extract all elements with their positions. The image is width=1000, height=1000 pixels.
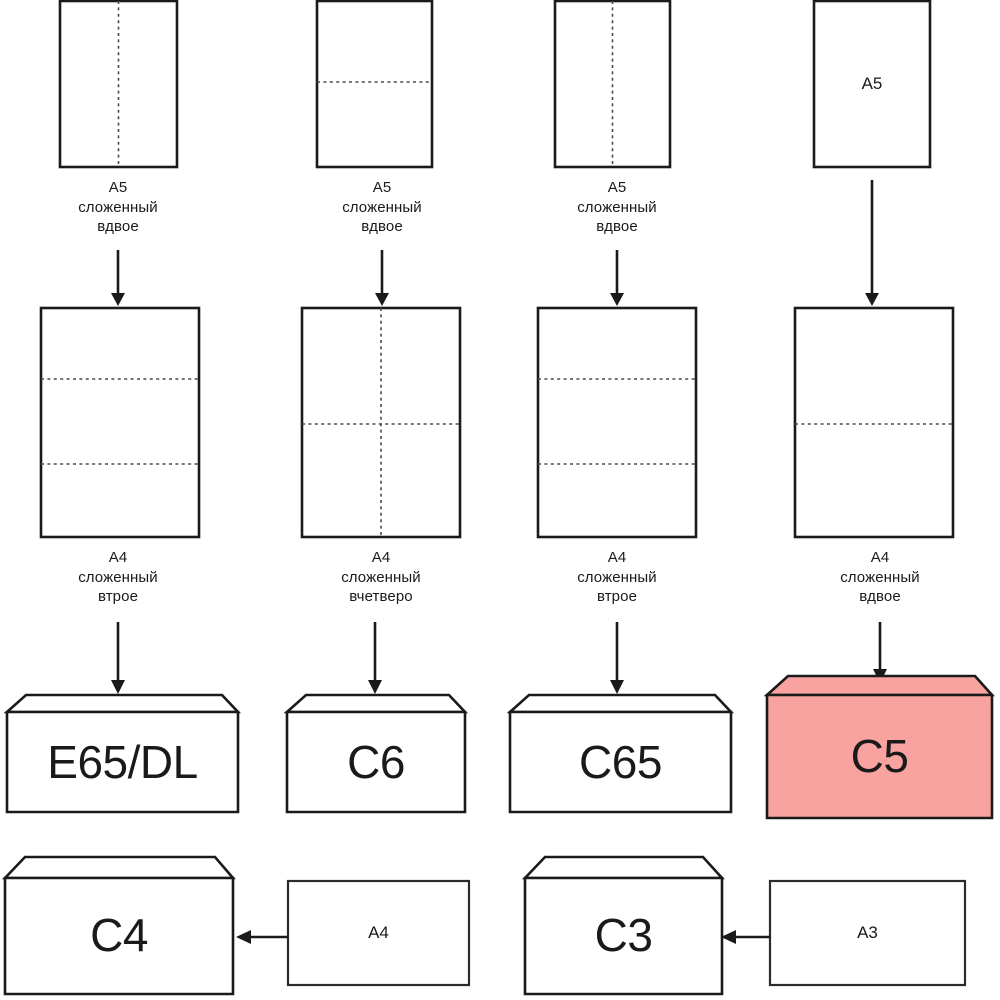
- caption-a4-trifold-2: A4 сложенный втрое: [577, 549, 657, 605]
- envelope-c65: [506, 693, 735, 814]
- caption-a5-fold-horizontal: A5 сложенный вдвое: [342, 179, 422, 235]
- paper-a4-landscape: [286, 879, 471, 987]
- arrow-down-7: [610, 622, 624, 694]
- arrow-down-5: [111, 622, 125, 694]
- caption-a5-fold-vertical-2: A5 сложенный вдвое: [577, 179, 657, 235]
- envelope-c4: [1, 855, 236, 996]
- caption-a4-trifold: A4 сложенный втрое: [78, 549, 158, 605]
- paper-a4-trifold: [39, 306, 201, 539]
- arrow-down-6: [368, 622, 382, 694]
- paper-a5-fold-horizontal: [315, 0, 434, 169]
- label-envelope-c4: C4: [90, 909, 148, 961]
- paper-a3-landscape: [768, 879, 967, 987]
- label-envelope-e65-dl: E65/DL: [47, 736, 198, 788]
- caption-a4-halffold: A4 сложенный вдвое: [840, 549, 920, 605]
- label-envelope-c5: C5: [850, 730, 909, 782]
- caption-a4-quarterfold: A4 сложенный вчетверо: [341, 549, 421, 605]
- arrow-down-2: [375, 250, 389, 306]
- arrow-down-4: [865, 180, 879, 306]
- paper-a4-trifold-2: [536, 306, 698, 539]
- envelope-c3: [521, 855, 725, 996]
- arrow-down-1: [111, 250, 125, 306]
- paper-a4-halffold: [793, 306, 955, 539]
- envelope-e65-dl: [3, 693, 242, 814]
- label-a5-plain: A5: [861, 74, 883, 93]
- arrow-left-2: [721, 930, 770, 944]
- label-envelope-c3: C3: [594, 909, 653, 961]
- label-a4-landscape: A4: [368, 923, 389, 942]
- label-a3-landscape: A3: [857, 923, 878, 942]
- arrow-left-1: [236, 930, 288, 944]
- arrow-down-8: [873, 622, 887, 683]
- paper-a5-fold-vertical-2: [553, 0, 672, 169]
- paper-a5-plain: [812, 0, 932, 169]
- caption-a5-fold-vertical: A5 сложенный вдвое: [78, 179, 158, 235]
- envelope-c6: [283, 693, 469, 814]
- envelope-c5: [763, 674, 995, 820]
- label-envelope-c6: C6: [347, 736, 405, 788]
- arrow-down-3: [610, 250, 624, 306]
- label-envelope-c65: C65: [579, 736, 662, 788]
- paper-a5-fold-vertical: [58, 0, 179, 169]
- paper-a4-quarterfold: [300, 306, 462, 539]
